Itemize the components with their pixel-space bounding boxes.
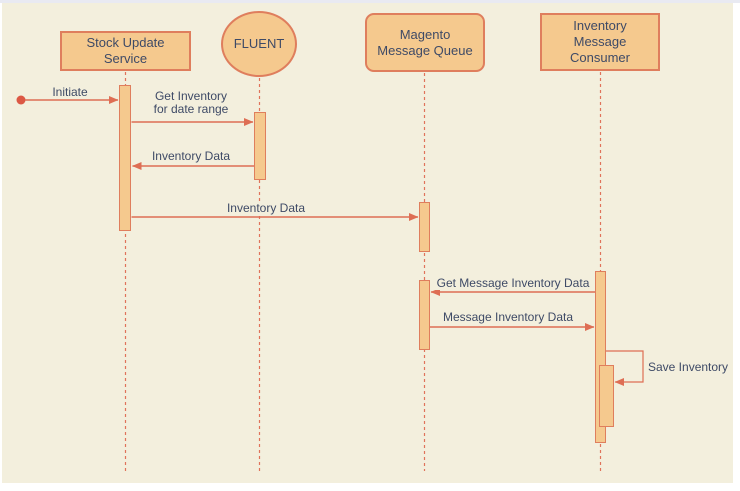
participant-box-magento-message-queue: Magento Message Queue	[365, 13, 485, 72]
message-label-save-inventory: Save Inventory	[645, 361, 732, 374]
participant-label: Message Queue	[377, 42, 473, 58]
activation-bar-stock-update-service	[119, 85, 131, 231]
participant-label: FLUENT	[233, 36, 285, 51]
participant-label: Inventory	[573, 18, 627, 33]
activation-bar-magento-2	[419, 280, 430, 350]
page-frame-strip	[0, 0, 740, 3]
activation-bar-magento-1	[419, 202, 430, 252]
participant-box-stock-update-service: Stock Update Service	[60, 31, 191, 71]
participant-label: Service	[103, 51, 148, 66]
message-label-initiate: Initiate	[49, 86, 91, 99]
participant-ellipse-fluent: FLUENT	[221, 11, 297, 77]
participant-label: Magento	[399, 26, 451, 42]
message-label-inventory-data-return: Inventory Data	[148, 150, 234, 163]
message-label-get-message-inventory-data: Get Message Inventory Data	[433, 277, 593, 290]
participant-box-inventory-message-consumer: Inventory Message Consumer	[540, 13, 660, 71]
message-label-get-inventory-line2: for date range	[153, 102, 229, 116]
participant-label: Message Consumer	[570, 34, 630, 65]
activation-bar-save-inventory-nested	[599, 365, 614, 427]
diagram-canvas	[2, 3, 733, 483]
participant-label: Stock Update	[86, 35, 165, 50]
message-label-message-inventory-data: Message Inventory Data	[439, 311, 577, 324]
message-label-get-inventory-line1: Get Inventory	[154, 89, 228, 103]
message-label-inventory-data: Inventory Data	[223, 202, 309, 215]
activation-bar-fluent	[254, 112, 266, 180]
